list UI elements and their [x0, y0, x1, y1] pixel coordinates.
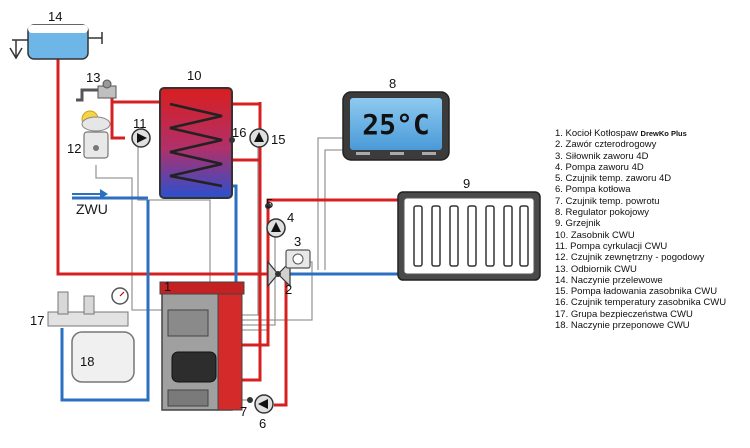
- legend-item-text: 15. Pompa ładowania zasobnika CWU: [555, 286, 718, 298]
- legend-item-text: 18. Naczynie przeponowe CWU: [555, 320, 690, 332]
- radiator: [397, 191, 541, 281]
- label-18: 18: [80, 354, 94, 369]
- legend-item-text: 4. Pompa zaworu 4D: [555, 161, 644, 173]
- label-12: 12: [67, 141, 81, 156]
- dhw-circulation-pump-icon: [131, 128, 151, 148]
- legend-item: 1. Kocioł Kotłospaw DrewKo Plus: [555, 128, 747, 139]
- legend-item-text: 10. Zasobnik CWU: [555, 229, 635, 241]
- legend-item-text: 5. Czujnik temp. zaworu 4D: [555, 173, 672, 185]
- label-10: 10: [187, 68, 201, 83]
- legend-item: 2. Zawór czterodrogowy: [555, 139, 747, 150]
- legend-item-text: 13. Odbiornik CWU: [555, 263, 637, 275]
- label-14: 14: [48, 9, 62, 24]
- legend-item-text: 17. Grupa bezpieczeństwa CWU: [555, 308, 693, 320]
- safety-group: [47, 287, 129, 327]
- valve-actuator-icon: [285, 249, 311, 269]
- tank-sensor-dot: [229, 137, 235, 143]
- legend-item: 3. Siłownik zaworu 4D: [555, 151, 747, 162]
- legend-item: 6. Pompa kotłowa: [555, 184, 747, 195]
- legend-item-text: 6. Pompa kotłowa: [555, 184, 631, 196]
- valve-pump-icon: [266, 218, 286, 238]
- legend-item-text: 3. Siłownik zaworu 4D: [555, 150, 649, 162]
- legend-item: 11. Pompa cyrkulacji CWU: [555, 241, 747, 252]
- label-5: 5: [266, 196, 273, 211]
- legend-item-text: 7. Czujnik temp. powrotu: [555, 195, 660, 207]
- label-7: 7: [240, 404, 247, 419]
- legend-item: 5. Czujnik temp. zaworu 4D: [555, 173, 747, 184]
- legend-item-text: 8. Regulator pokojowy: [555, 207, 649, 219]
- legend-item-text: 16. Czujnik temperatury zasobnika CWU: [555, 297, 727, 309]
- legend-item: 14. Naczynie przelewowe: [555, 275, 747, 286]
- legend-item: 16. Czujnik temperatury zasobnika CWU: [555, 297, 747, 308]
- label-16: 16: [232, 125, 246, 140]
- zwu-arrow: [72, 189, 108, 199]
- thermostat-temperature: 25°C: [362, 108, 429, 141]
- legend-item-text: 2. Zawór czterodrogowy: [555, 139, 657, 151]
- label-11: 11: [133, 116, 147, 131]
- label-2: 2: [285, 282, 292, 297]
- legend-item: 15. Pompa ładowania zasobnika CWU: [555, 286, 747, 297]
- label-15: 15: [271, 132, 285, 147]
- label-9: 9: [463, 176, 470, 191]
- label-13: 13: [86, 70, 100, 85]
- valve-sensor-dot: [265, 203, 271, 209]
- return-sensor-dot: [247, 397, 253, 403]
- overflow-vessel: [9, 24, 103, 60]
- legend-item: 7. Czujnik temp. powrotu: [555, 196, 747, 207]
- room-thermostat: 25°C: [342, 91, 450, 161]
- zwu-label: ZWU: [76, 201, 108, 217]
- legend-item-text: 14. Naczynie przelewowe: [555, 274, 663, 286]
- label-3: 3: [294, 234, 301, 249]
- label-1: 1: [164, 279, 171, 294]
- hot-water-tap-icon: [76, 79, 117, 102]
- label-6: 6: [259, 416, 266, 431]
- legend-item: 4. Pompa zaworu 4D: [555, 162, 747, 173]
- legend-item: 12. Czujnik zewnętrzny - pogodowy: [555, 252, 747, 263]
- label-4: 4: [287, 210, 294, 225]
- legend-item-text: 9. Grzejnik: [555, 218, 601, 230]
- legend-item: 9. Grzejnik: [555, 218, 747, 229]
- label-8: 8: [389, 76, 396, 91]
- legend-item: 18. Naczynie przeponowe CWU: [555, 320, 747, 331]
- legend-item-text: 1. Kocioł Kotłospaw: [555, 128, 641, 139]
- dhw-charging-pump-icon: [249, 128, 269, 148]
- legend-item: 8. Regulator pokojowy: [555, 207, 747, 218]
- legend-item: 13. Odbiornik CWU: [555, 264, 747, 275]
- hot-pipes: [56, 40, 398, 407]
- legend-item-text: 12. Czujnik zewnętrzny - pogodowy: [555, 252, 705, 264]
- weather-sensor-icon: [81, 110, 111, 159]
- membrane-vessel: [71, 331, 135, 383]
- legend-item: 10. Zasobnik CWU: [555, 230, 747, 241]
- legend-brand: DrewKo Plus: [640, 129, 687, 138]
- dhw-tank: [159, 87, 233, 199]
- legend-item-text: 11. Pompa cyrkulacji CWU: [555, 240, 668, 252]
- boiler-pump-icon: [254, 394, 274, 414]
- boiler: [159, 281, 245, 411]
- label-17: 17: [30, 313, 44, 328]
- legend-item: 17. Grupa bezpieczeństwa CWU: [555, 309, 747, 320]
